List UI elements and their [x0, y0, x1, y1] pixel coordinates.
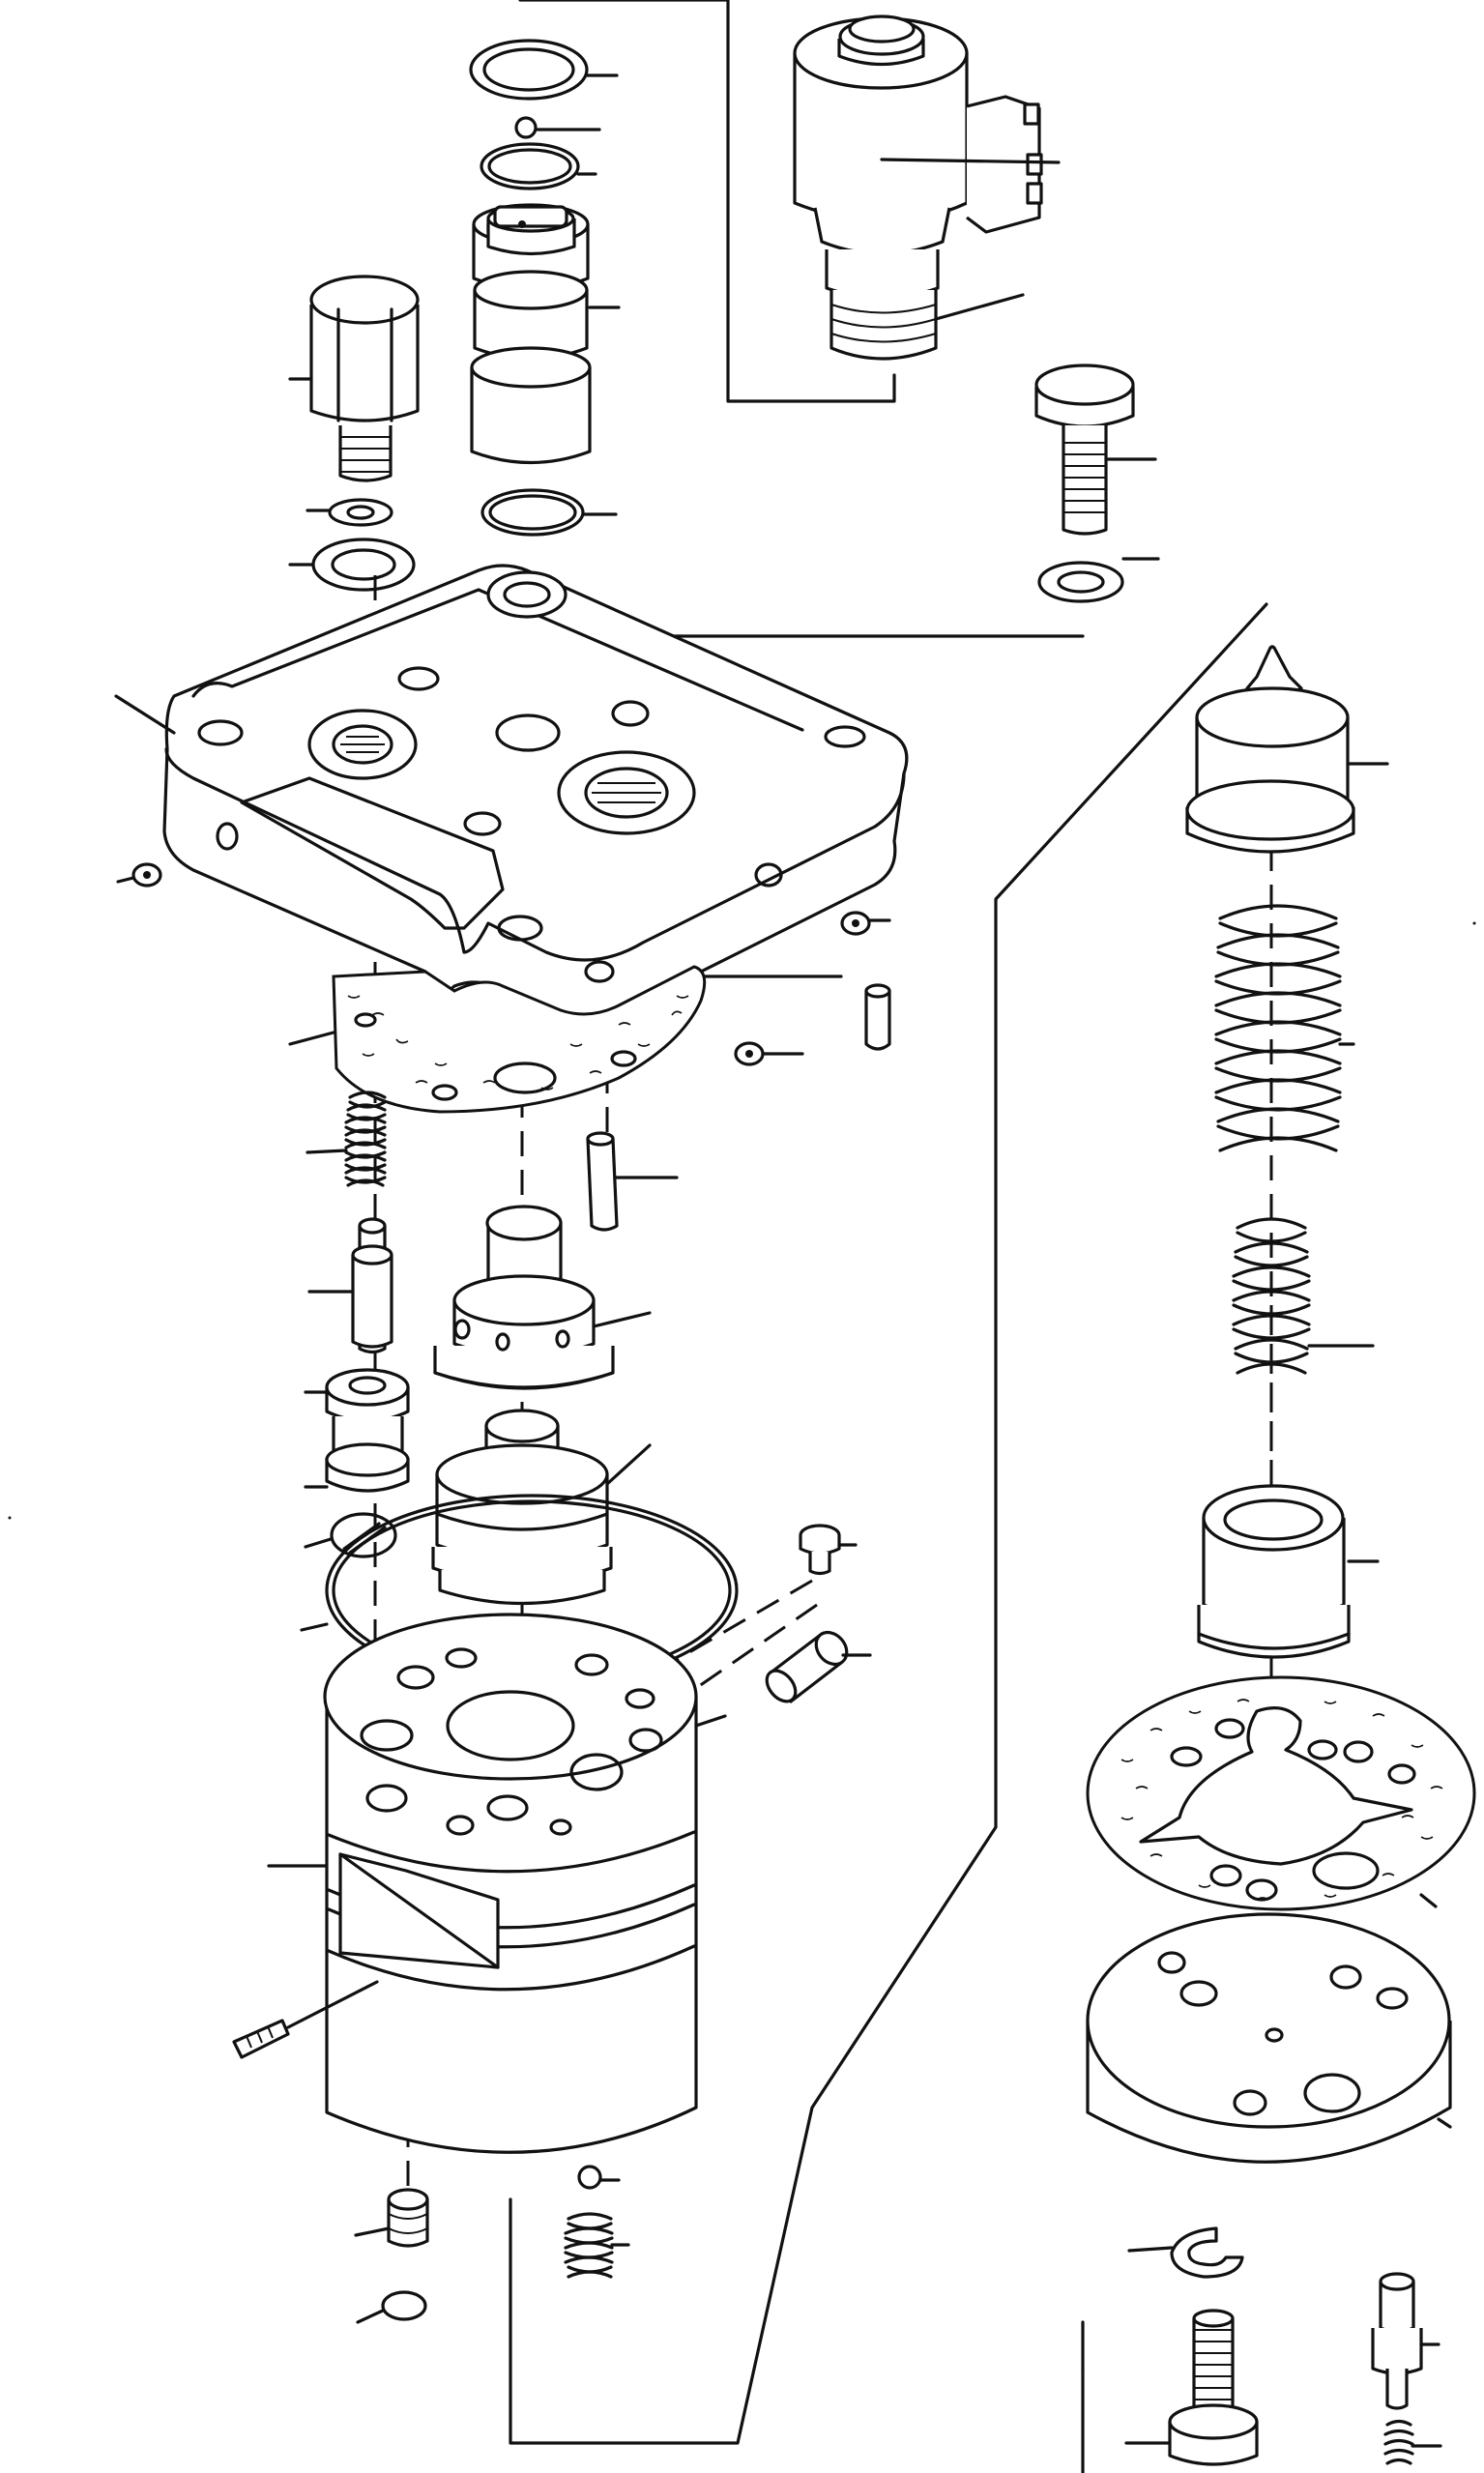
relief-spring-small — [1232, 1217, 1375, 1375]
margin-marks — [8, 921, 1476, 1520]
check-fitting — [354, 2188, 429, 2248]
bleed-screw — [799, 1524, 858, 1576]
pump-body — [267, 1613, 727, 2154]
piston — [433, 1205, 652, 1390]
gasket — [288, 965, 707, 1114]
ball — [514, 116, 601, 139]
bolt — [1034, 364, 1157, 536]
spring — [306, 1091, 387, 1187]
solenoid — [793, 15, 1061, 361]
solenoid-cartridge — [470, 203, 621, 465]
plug-seal — [288, 538, 416, 592]
plug-washer — [306, 498, 393, 527]
cartridge-o-ring — [480, 488, 618, 537]
bushing — [765, 1630, 872, 1703]
check-spring — [564, 2212, 630, 2279]
relief-gasket — [1086, 1675, 1476, 1911]
cover-plate-screws — [116, 862, 891, 1066]
screw-pin — [232, 1980, 379, 2059]
plug — [288, 275, 420, 482]
snap-ring — [1127, 2226, 1244, 2279]
top-seal-ring — [469, 39, 619, 101]
pin — [586, 1131, 679, 1232]
check-washer — [356, 2290, 427, 2324]
small-spring — [1383, 2419, 1442, 2465]
plunger — [307, 1217, 393, 1354]
relief-sleeve — [1197, 1484, 1380, 1659]
end-bolt — [1124, 2309, 1259, 2466]
fitting — [1371, 2272, 1440, 2410]
cover-pin — [864, 983, 891, 1051]
relief-valve — [1185, 645, 1389, 854]
cover-plate — [114, 564, 909, 1020]
end-plate — [1086, 1912, 1452, 2164]
relief-spring-large — [1214, 904, 1355, 1152]
valve-seat — [304, 1368, 410, 1493]
check-ball — [577, 2165, 621, 2190]
lock-washer — [1037, 557, 1160, 603]
o-ring — [480, 142, 597, 190]
flat-washer-slotted — [304, 1512, 397, 1558]
